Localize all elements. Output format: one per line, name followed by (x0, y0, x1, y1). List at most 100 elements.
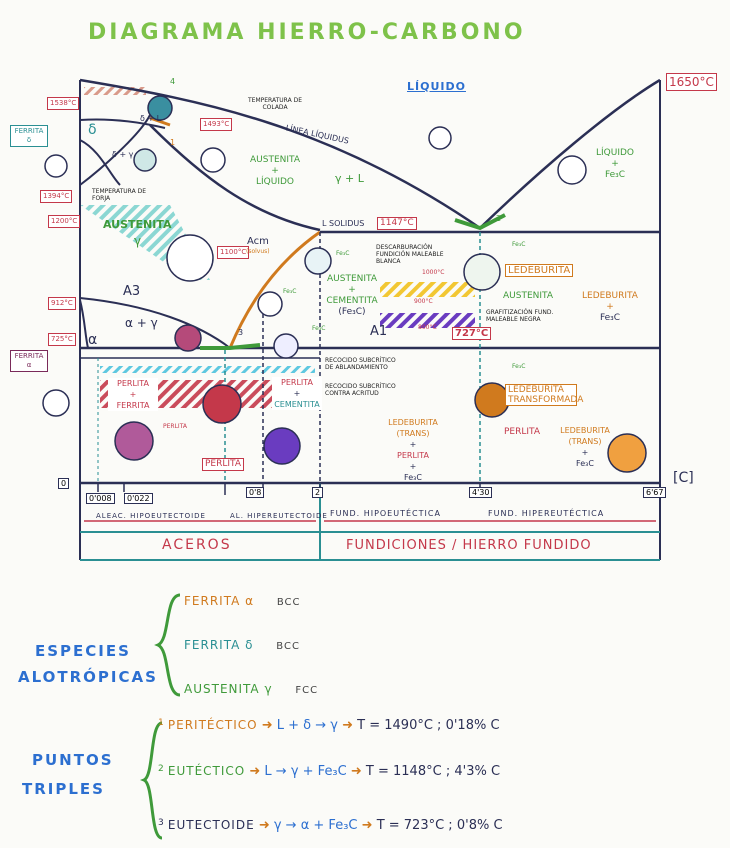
band-aceros: ACEROS (162, 537, 232, 553)
punto-1-temp: T = 1490°C ; (357, 718, 442, 733)
triple-number-1: 1 (170, 138, 176, 147)
label-liquido: LÍQUIDO (407, 80, 466, 93)
especie-ferrita-alpha-struct: BCC (276, 597, 301, 608)
micro-eutectoid (273, 333, 299, 359)
arrow-2a: ➜ (249, 764, 261, 779)
temp-912: 912°C (48, 297, 76, 310)
axis-unit: [C] (673, 470, 694, 486)
austenita-liquido-plus: + (271, 166, 279, 176)
hatch-recocido-ablandamiento (100, 366, 315, 373)
punto-eutectoide: 3 EUTECTOIDE ➜ γ → α + Fe₃C ➜ T = 723°C … (158, 818, 503, 833)
label-fe3c-c: Fe₃C (512, 241, 526, 248)
arrow-1b: ➜ (342, 718, 354, 733)
band-fund-hiper: FUND. HIPEREUTÉCTICA (488, 509, 605, 518)
label-gamma-l: γ + L (335, 172, 364, 185)
micro-alpha-gamma (174, 324, 202, 352)
micro-liquido (428, 126, 452, 150)
punto-2-name: EUTÉCTICO (167, 764, 246, 778)
punto-1-num: 1 (158, 718, 164, 728)
perlita-ferrita-plus: + (129, 390, 137, 399)
temp-1147: 1147°C (377, 217, 417, 230)
puntos-brace (140, 721, 163, 840)
hatch-colada (84, 87, 146, 95)
punto-eutectico: 2 EUTÉCTICO ➜ L → γ + Fe₃C ➜ T = 1148°C … (158, 764, 500, 779)
perlita-ferrita-top: PERLITA (117, 379, 149, 388)
especie-ferrita-delta: FERRITA δ BCC (184, 638, 300, 652)
band-fund-hipo: FUND. HIPOEUTÉCTICA (330, 509, 441, 518)
ledeb-tf-2: + (581, 448, 589, 457)
label-descarburacion: DESCARBURACIÓN FUNDICIÓN MALEABLE BLANCA (376, 244, 444, 265)
punto-2-num: 2 (158, 764, 164, 774)
especie-austenita-name: AUSTENITA γ (184, 682, 273, 696)
punto-peritectico: 1 PERITÉCTICO ➜ L + δ → γ ➜ T = 1490°C ;… (158, 718, 500, 733)
especie-ferrita-alpha: FERRITA α BCC (184, 594, 301, 608)
punto-3-temp: T = 723°C ; (376, 818, 453, 833)
punto-1-comp: 0'18% C (445, 718, 500, 733)
especie-austenita-struct: FCC (295, 685, 319, 696)
puntos-heading-2: TRIPLES (22, 780, 105, 798)
ledeb-tp-2: + (409, 440, 417, 449)
label-liquido-fe3c: LÍQUIDO + Fe₃C (590, 148, 640, 181)
label-ledeb-trans-perlita: LEDEBURITA (TRANS) + PERLITA + Fe₃C (373, 417, 453, 483)
label-delta-gamma: δ + γ (112, 150, 134, 159)
temp-900: 900°C (414, 298, 433, 305)
ledeb-tp-5: Fe₃C (404, 473, 422, 482)
punto-1-reaction: L + δ → γ (276, 718, 338, 733)
ferrita-alpha-box: FERRITA α (10, 350, 48, 372)
especies-brace (154, 593, 181, 697)
micro-austenita (166, 234, 214, 282)
liq-fe3c-plus: + (611, 159, 619, 169)
arrow-3b: ➜ (361, 818, 373, 833)
label-alpha: α (88, 332, 98, 348)
axis-667: 6'67 (643, 487, 667, 498)
label-acm: Acm (247, 236, 269, 247)
ledeb-fe3c-top: LEDEBURITA (582, 291, 638, 301)
micro-delta-gamma (133, 148, 157, 172)
temp-1000: 1000°C (422, 269, 445, 276)
label-alpha-gamma: α + γ (125, 316, 158, 330)
label-temp-forja: TEMPERATURA DE FORJA (92, 188, 147, 202)
micro-perlita (202, 384, 242, 424)
especies-heading-1: ESPECIES (35, 642, 131, 660)
especie-ferrita-delta-struct: BCC (276, 641, 300, 652)
temp-1200: 1200°C (48, 215, 81, 228)
triple-number-2: 2 (496, 214, 502, 223)
micro-austenita-liquido (200, 147, 226, 173)
punto-3-name: EUTECTOIDE (167, 818, 255, 832)
label-delta: δ (88, 122, 97, 138)
ledeb-tf-1: LEDEBURITA (TRANS) (560, 426, 610, 446)
arrow-2b: ➜ (350, 764, 362, 779)
label-perlita-cementita: PERLITA + CEMENTITA (272, 377, 322, 410)
temp-725: 725°C (48, 333, 76, 346)
ledeb-tf-3: Fe₃C (576, 459, 594, 468)
arrow-1a: ➜ (261, 718, 273, 733)
austenita-liquido-bottom: LÍQUIDO (255, 177, 294, 187)
label-perlita-right: PERLITA (504, 427, 540, 437)
punto-3-reaction: γ → α + Fe₃C (273, 818, 358, 833)
axis-08: 0'8 (246, 487, 265, 498)
axis-0022: 0'022 (124, 493, 153, 504)
label-fe3c-d: Fe₃C (312, 325, 326, 332)
label-ledeb-trans-fe3c: LEDEBURITA (TRANS) + Fe₃C (545, 425, 625, 469)
label-perlita-small: PERLITA (163, 423, 187, 430)
label-recocido-ablandamiento: RECOCIDO SUBCRÍTICO DE ABLANDAMIENTO (325, 357, 396, 371)
liq-fe3c-top: LÍQUIDO (595, 148, 634, 158)
axis-2: 2 (312, 487, 324, 498)
especie-ferrita-delta-name: FERRITA δ (184, 638, 254, 652)
punto-2-temp: T = 1148°C ; (365, 764, 451, 779)
label-austenita-liquido: AUSTENITA + LÍQUIDO (240, 155, 310, 188)
label-grafitizacion: GRAFITIZACIÓN FUND. MALEABLE NEGRA (486, 309, 554, 323)
label-perlita-ferrita: PERLITA + FERRITA (108, 378, 158, 411)
label-a1: A1 (370, 324, 388, 339)
label-fe3c-a: Fe₃C (336, 250, 350, 257)
punto-1-name: PERITÉCTICO (167, 718, 258, 732)
ledeb-tp-4: + (409, 462, 417, 471)
band-al-hiper: AL. HIPEREUTECTOIDE (230, 512, 328, 520)
micro-ledeb-trans-fe3c (607, 433, 647, 473)
punto-3-num: 3 (158, 818, 164, 828)
micro-austenita-cementita (304, 247, 332, 275)
hatch-descarburacion (380, 282, 475, 297)
label-delta-l: δ + L (140, 114, 162, 123)
micro-ledeburita (463, 253, 501, 291)
label-gamma-sym: γ (134, 234, 142, 248)
